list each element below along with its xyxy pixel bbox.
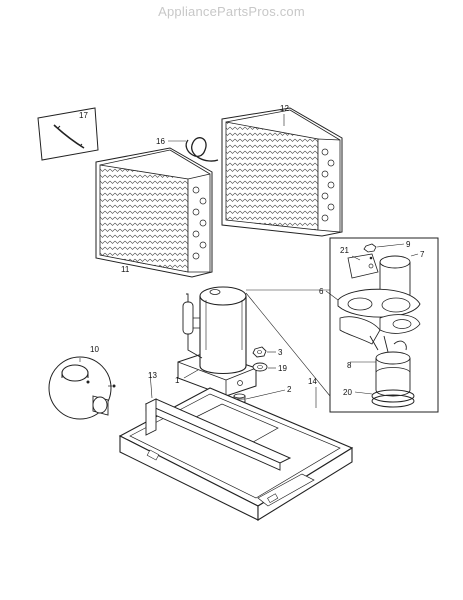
callout-13: 13 (148, 371, 157, 380)
part-17-inset: 17 (37, 107, 99, 161)
callout-8: 8 (347, 361, 352, 370)
callout-16: 16 (156, 137, 165, 146)
callout-9: 9 (406, 240, 411, 249)
callout-21: 21 (340, 246, 349, 255)
callout-7: 7 (420, 250, 425, 259)
callout-11: 11 (121, 265, 130, 274)
part-12-condenser-coil: 12 (221, 104, 343, 237)
part-19-washer: 19 (252, 362, 287, 373)
part-21-terminal: 21 (340, 246, 379, 279)
part-16-capillary-tube: 16 (156, 137, 219, 162)
callout-10: 10 (90, 345, 99, 354)
callout-14: 14 (308, 377, 317, 386)
callout-1: 1 (175, 376, 180, 385)
site-watermark: AppliancePartsPros.com (158, 4, 305, 19)
part-1-compressor: 1 (175, 286, 257, 397)
part-20-relay: 20 (343, 351, 415, 408)
callout-19: 19 (278, 364, 287, 373)
callout-2: 2 (287, 385, 292, 394)
part-11-evaporator-coil: 11 (95, 147, 213, 278)
part-3-nut: 3 (252, 346, 283, 358)
callout-17: 17 (79, 111, 88, 120)
part-10-capacitor-inset: 10 (48, 345, 116, 420)
callout-20: 20 (343, 388, 352, 397)
callout-6: 6 (319, 287, 324, 296)
part-6-gasket: 6 (319, 287, 421, 345)
part-9-nut: 9 (363, 240, 411, 253)
callout-12: 12 (280, 104, 289, 113)
callout-3: 3 (278, 348, 283, 357)
part-13-frame: 13 (144, 371, 292, 471)
terminal-parts-inset: 7 9 21 6 (245, 237, 439, 413)
